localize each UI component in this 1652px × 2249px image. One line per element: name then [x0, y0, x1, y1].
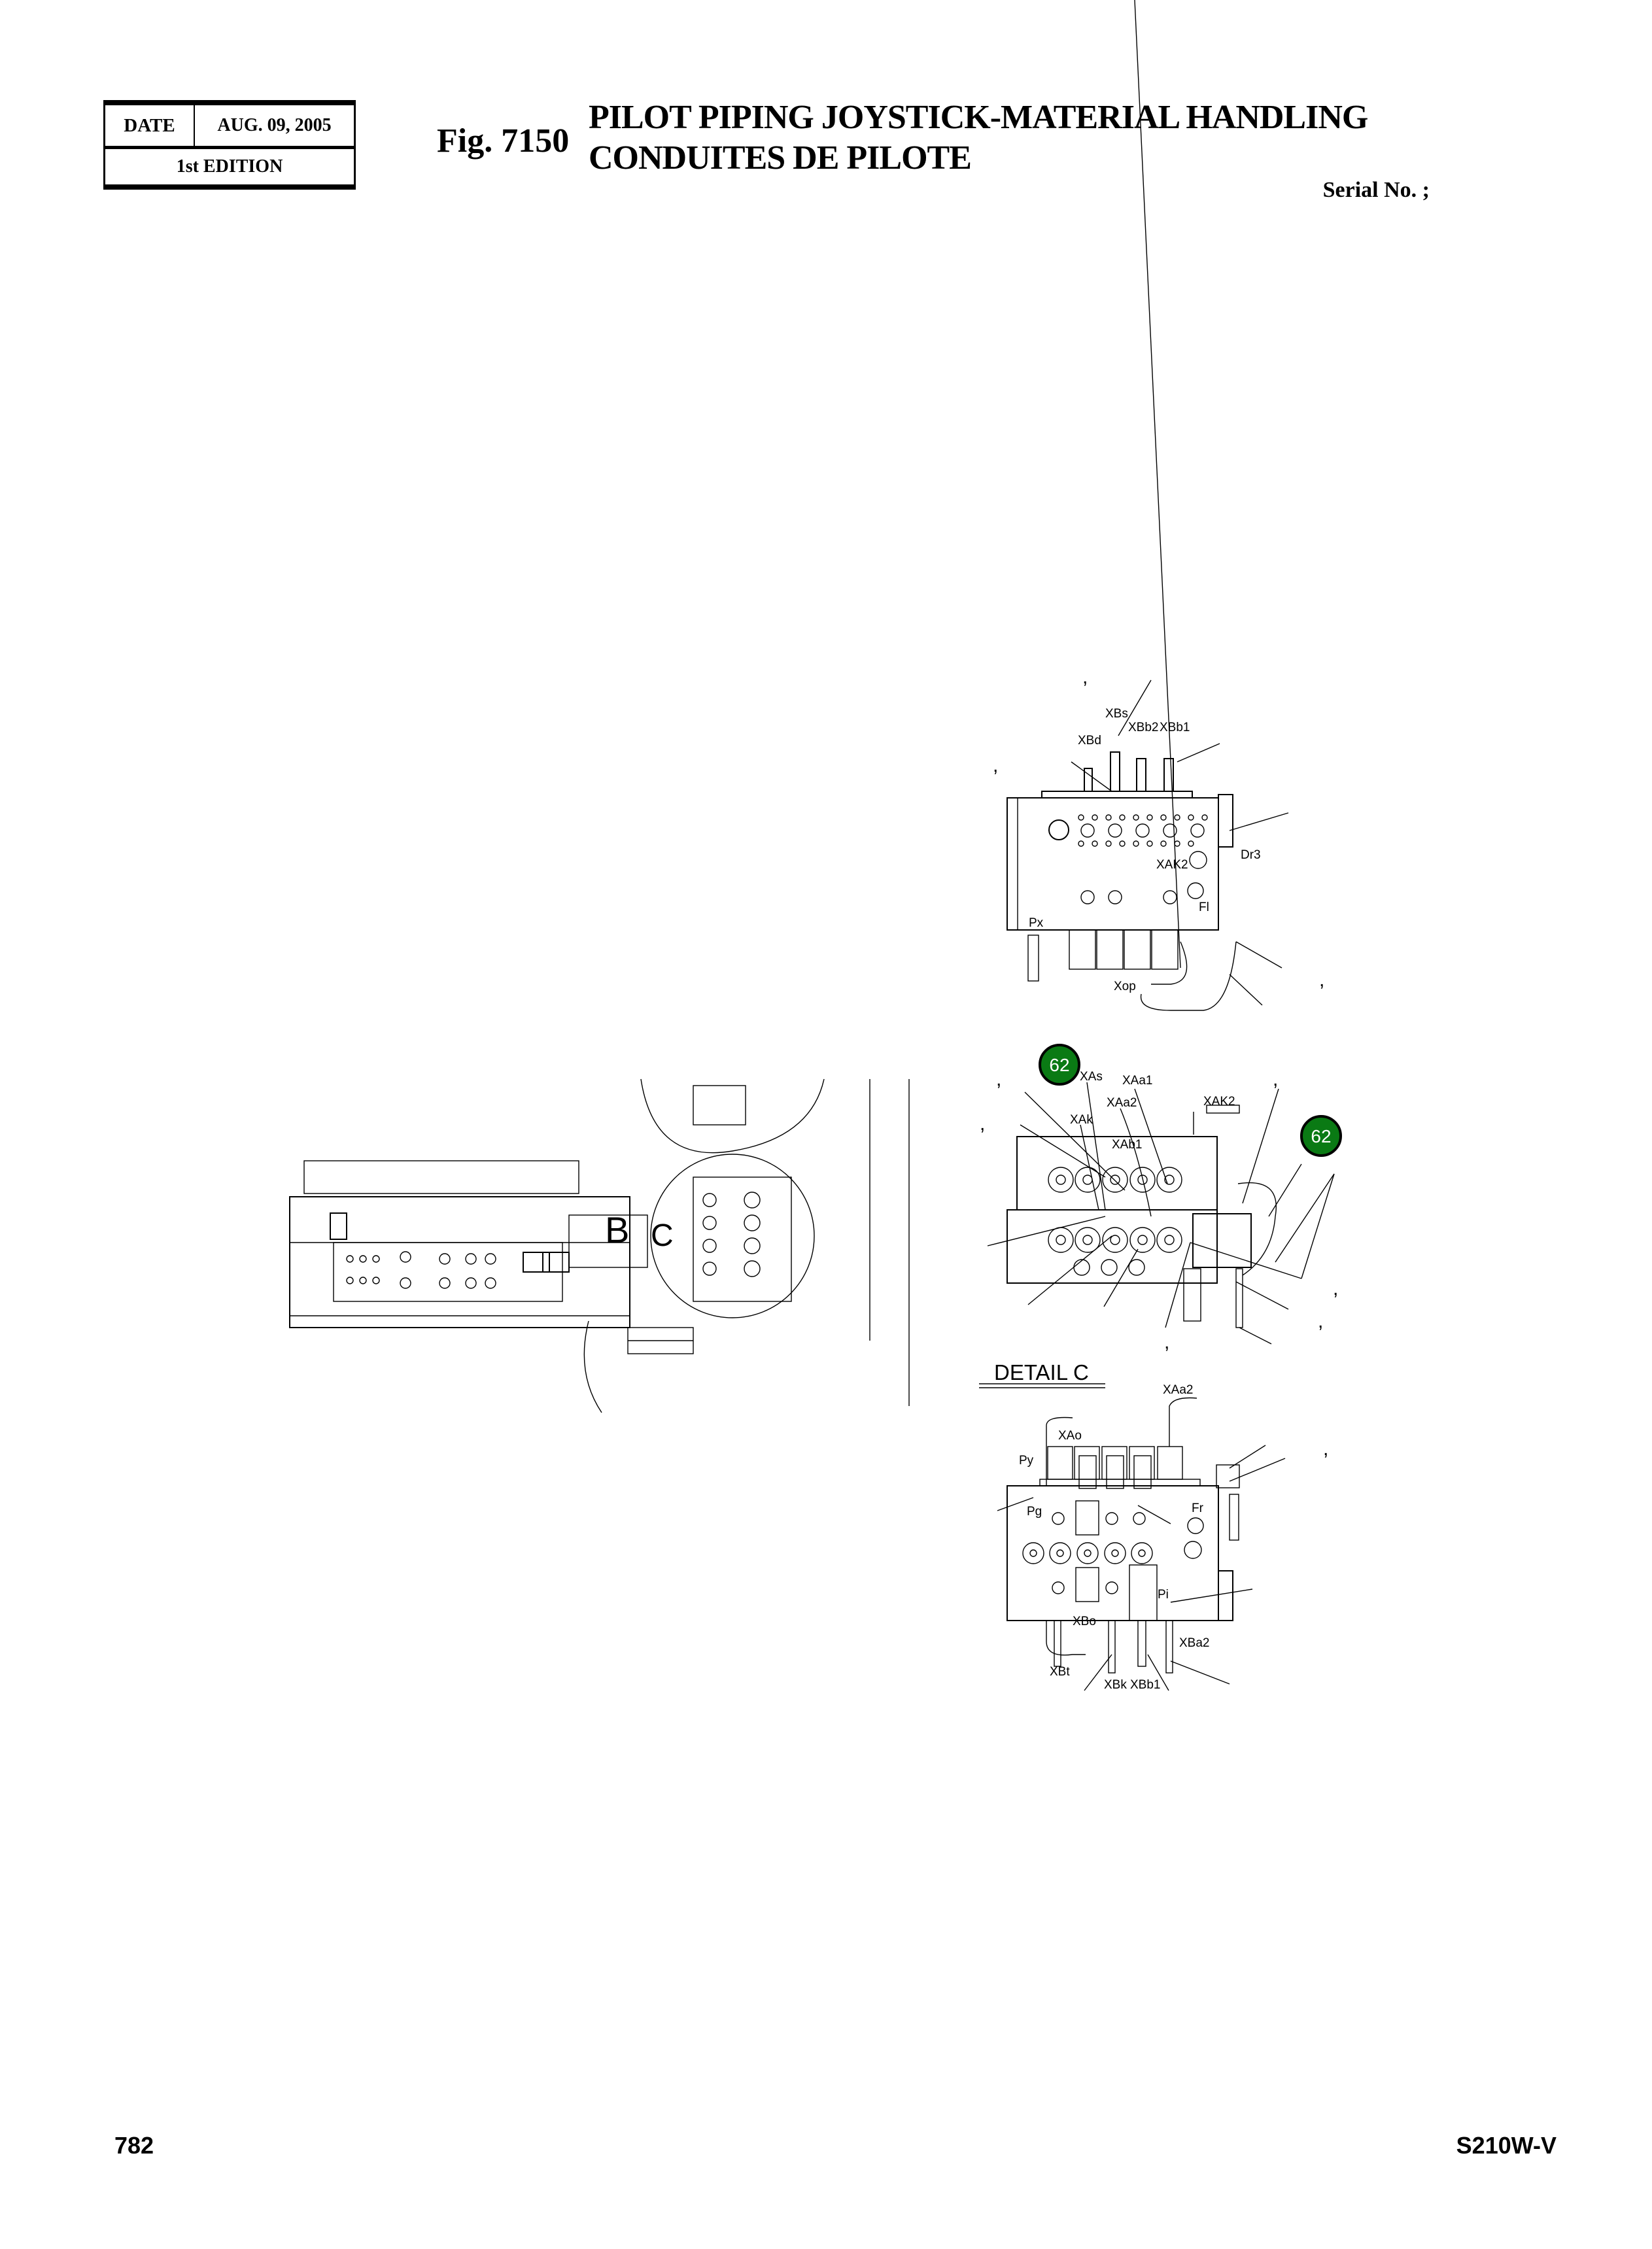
callout-mark: , — [1164, 1331, 1169, 1353]
title-english: PILOT PIPING JOYSTICK-MATERIAL HANDLING — [589, 99, 1368, 136]
callout-badge-62: 62 — [1300, 1115, 1342, 1157]
port-label-xbb2: XBb2 — [1128, 721, 1158, 734]
port-label-px: Px — [1029, 916, 1044, 930]
port-label-pi: Pi — [1158, 1588, 1169, 1602]
figure-number: Fig. 7150 — [437, 122, 570, 160]
callout-mark: , — [1319, 969, 1324, 991]
port-label-xop: Xop — [1114, 980, 1136, 993]
port-label-xbt: XBt — [1050, 1665, 1070, 1679]
port-label-xao: XAo — [1058, 1429, 1082, 1443]
port-label-fl: Fl — [1199, 901, 1209, 914]
page-number: 782 — [114, 2132, 154, 2159]
port-label-xas: XAs — [1080, 1070, 1103, 1084]
port-label-xbs: XBs — [1105, 707, 1128, 721]
port-label-xbd: XBd — [1078, 734, 1101, 747]
port-label-py: Py — [1019, 1454, 1034, 1468]
valve-side-view: 62 62 XAs XAa1 XAa2 XAK2 XAk XAb1 , , , … — [980, 1044, 1342, 1353]
valve-detail-c-view: XAa2 XAo Py Pg Fr Pi XBo XBa2 XBt XBk XB… — [997, 1383, 1328, 1692]
callout-mark: , — [980, 1113, 985, 1135]
machine-overview-drawing: B C — [289, 1078, 910, 1413]
callout-mark: , — [993, 755, 998, 776]
port-label-xaa2: XAa2 — [1163, 1383, 1193, 1397]
serial-number: Serial No. ; — [1322, 178, 1430, 202]
date-value: AUG. 09, 2005 — [217, 115, 332, 135]
callout-mark: , — [996, 1069, 1001, 1090]
callout-mark: , — [1333, 1278, 1338, 1299]
callout-badge-62: 62 — [1039, 1044, 1080, 1086]
port-label-xba2: XBa2 — [1179, 1636, 1209, 1650]
port-label-xak2: XAK2 — [1156, 858, 1188, 872]
port-label-xbk: XBk — [1104, 1678, 1127, 1692]
port-label-xaa2: XAa2 — [1107, 1096, 1137, 1110]
model-number: S210W-V — [1456, 2132, 1557, 2159]
port-label-xak: XAk — [1070, 1113, 1093, 1127]
title-french: CONDUITES DE PILOTE — [589, 139, 972, 177]
svg-text:62: 62 — [1311, 1126, 1331, 1146]
port-label-pg: Pg — [1027, 1505, 1042, 1519]
edition-box: DATE AUG. 09, 2005 1st EDITION — [103, 100, 356, 190]
callout-mark: , — [1323, 1438, 1328, 1460]
port-label-xak2: XAK2 — [1203, 1095, 1235, 1108]
port-label-xbb1: XBb1 — [1160, 721, 1190, 734]
view-c-label: C — [651, 1218, 674, 1253]
port-label-fr: Fr — [1192, 1502, 1204, 1515]
view-b-label: B — [605, 1209, 629, 1250]
port-label-xab1: XAb1 — [1112, 1138, 1142, 1152]
valve-top-view: XBs XBb2 XBb1 XBd XAK2 Dr3 Fl Px Xop , ,… — [993, 0, 1324, 1011]
detail-c-title: DETAIL C — [994, 1360, 1089, 1384]
callout-mark: , — [1318, 1311, 1323, 1332]
port-label-xbo: XBo — [1073, 1615, 1096, 1628]
svg-text:62: 62 — [1049, 1055, 1069, 1075]
date-label: DATE — [105, 105, 195, 146]
port-label-dr3: Dr3 — [1241, 848, 1261, 862]
callout-mark: , — [1273, 1069, 1278, 1090]
port-label-xaa1: XAa1 — [1122, 1074, 1152, 1088]
edition-label: 1st EDITION — [176, 156, 283, 177]
port-label-xbb1: XBb1 — [1130, 1678, 1160, 1692]
callout-mark: , — [1082, 666, 1088, 688]
